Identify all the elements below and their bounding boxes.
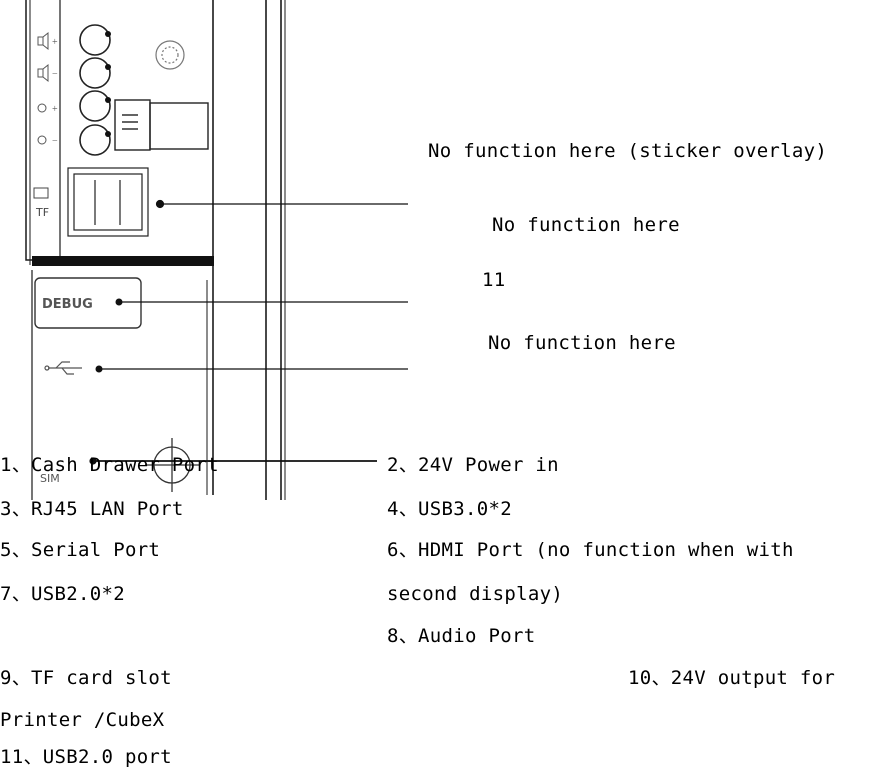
device-panel (25, 0, 286, 500)
legend-item-11: 11、USB2.0 port (0, 746, 172, 768)
tf-label: TF (35, 206, 49, 219)
callout-port-11: 11 (482, 269, 506, 291)
usb-icon (44, 361, 82, 375)
debug-port (34, 277, 142, 329)
button-dots (105, 31, 111, 137)
tf-card-slot (67, 167, 149, 237)
debug-label: DEBUG (42, 297, 93, 312)
callout-sticker-overlay: No function here (sticker overlay) (428, 140, 828, 162)
connector-tray (114, 99, 209, 151)
sim-label: SIM (40, 472, 60, 485)
speaker-grille-icon (155, 40, 185, 70)
legend-item-9: 9、TF card slot (0, 667, 172, 689)
legend-item-8: 8、Audio Port (387, 625, 536, 647)
legend-item-7: 7、USB2.0*2 (0, 583, 125, 605)
panel-separator-band (32, 256, 214, 266)
volume-icons: + − + − (37, 31, 58, 147)
leader-lines (89, 199, 408, 465)
legend-item-6-line1: 6、HDMI Port (no function when with (387, 539, 794, 561)
tf-icon (33, 187, 49, 199)
legend-item-1: 1、Cash Drawer Port (0, 454, 219, 476)
legend-item-5: 5、Serial Port (0, 539, 161, 561)
callout-no-function-2: No function here (488, 332, 676, 354)
round-buttons (79, 24, 111, 156)
svg-text:−: − (52, 136, 58, 147)
svg-text:+: + (52, 37, 58, 48)
legend-item-6-line2: second display) (387, 583, 564, 605)
callout-no-function-1: No function here (492, 214, 680, 236)
legend-item-10: 10、24V output for (628, 667, 836, 689)
legend-item-3: 3、RJ45 LAN Port (0, 498, 184, 520)
legend-item-4: 4、USB3.0*2 (387, 498, 512, 520)
legend-item-10-cont: Printer /CubeX (0, 709, 165, 731)
legend-item-2: 2、24V Power in (387, 454, 559, 476)
svg-text:−: − (52, 69, 58, 80)
svg-text:+: + (52, 104, 58, 115)
sim-slot (145, 438, 199, 492)
